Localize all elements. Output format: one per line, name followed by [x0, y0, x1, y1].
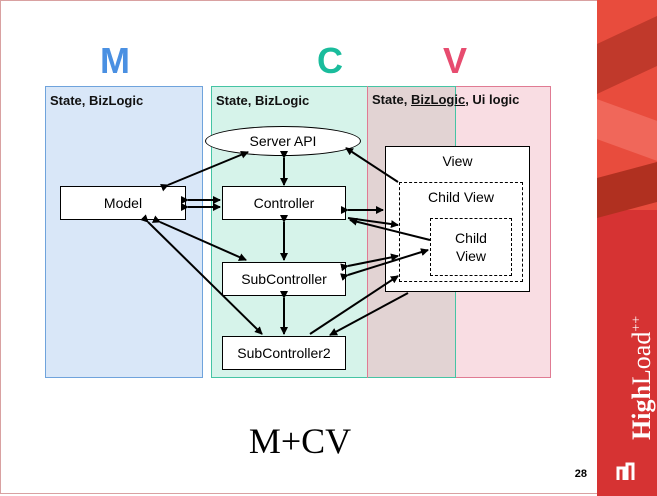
view-label: View	[442, 153, 473, 169]
arrow-subcontroller-childview-2	[340, 248, 429, 281]
subcontroller2-node: SubController2	[222, 336, 346, 370]
letter-c: C	[317, 40, 343, 81]
arrow-model-subcontroller2	[140, 214, 263, 335]
arrow-childview-controller	[349, 217, 431, 241]
child-view-inner-line1: Child	[455, 230, 487, 246]
brand-logo-text: HighLoad++	[627, 315, 656, 440]
child-view-inner-node: Child View	[430, 218, 512, 276]
letter-m: M	[100, 40, 130, 81]
arrow-model-subcontroller	[151, 215, 247, 261]
child-view-label: Child View	[428, 189, 494, 205]
view-panel-title: State, BizLogic, Ui logic	[372, 92, 520, 107]
highload-logo-icon	[616, 462, 635, 480]
child-view-inner-line2: View	[455, 248, 487, 264]
slide-title: M+CV	[248, 421, 352, 461]
letter-v: V	[442, 40, 467, 81]
page-number: 28	[574, 468, 587, 480]
brand-strip: HighLoad++	[597, 0, 657, 496]
arrow-view-serverapi	[345, 147, 399, 183]
view-panel-border-left	[367, 86, 368, 378]
arrow-subcontroller2-childview	[309, 275, 399, 335]
arrow-view-subcontroller2	[329, 292, 409, 336]
controller-panel-title: State, BizLogic	[216, 93, 310, 108]
model-panel-title: State, BizLogic	[50, 93, 144, 108]
arrow-model-serverapi	[160, 150, 249, 192]
